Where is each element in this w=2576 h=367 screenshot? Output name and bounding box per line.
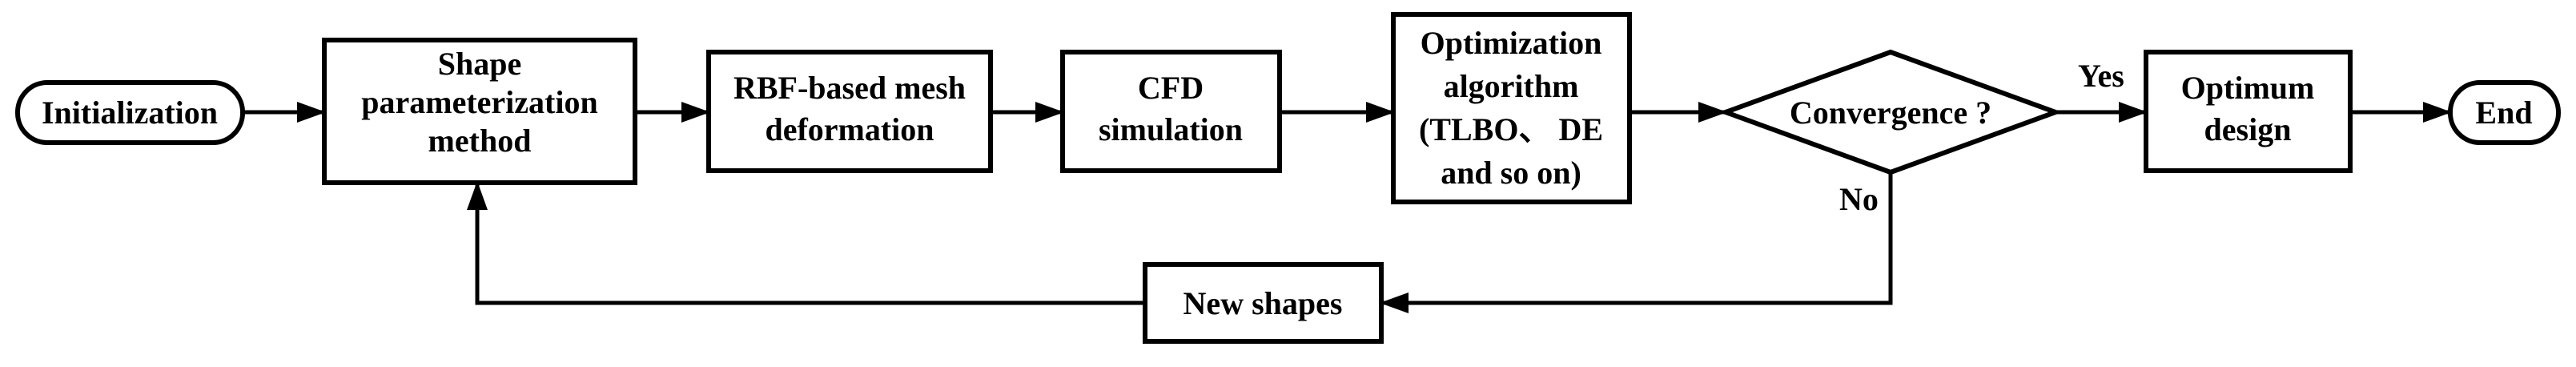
node-convergence-decision: Convergence ? bbox=[1718, 49, 2063, 175]
label-line: parameterization bbox=[361, 84, 597, 120]
label-line: End bbox=[2475, 95, 2532, 131]
new-shapes-label: New shapes bbox=[1184, 285, 1343, 321]
label-line: algorithm bbox=[1444, 68, 1579, 104]
optimum-design-label: Optimum design bbox=[2181, 70, 2315, 147]
edge-label-no: No bbox=[1839, 181, 1879, 217]
label-line: (TLBO、 DE bbox=[1419, 111, 1603, 147]
edge-new-shapes-to-shape bbox=[467, 181, 1145, 305]
label-line: Optimization bbox=[1421, 25, 1602, 61]
node-initialization: Initialization bbox=[15, 80, 245, 145]
label-line: Initialization bbox=[42, 95, 218, 131]
label-line: design bbox=[2204, 111, 2292, 147]
node-optimum-design: Optimum design bbox=[2144, 50, 2353, 173]
label-line: Convergence ? bbox=[1790, 95, 1991, 131]
label-line: CFD bbox=[1138, 70, 1204, 106]
rbf-mesh-deformation-label: RBF-based mesh deformation bbox=[733, 70, 966, 147]
label-line: method bbox=[428, 123, 532, 159]
node-rbf-mesh-deformation: RBF-based mesh deformation bbox=[706, 50, 993, 173]
edges bbox=[243, 102, 2452, 313]
node-new-shapes: New shapes bbox=[1143, 262, 1384, 344]
convergence-label: Convergence ? bbox=[1790, 95, 1991, 131]
edge-label-yes: Yes bbox=[2078, 58, 2124, 94]
label-line: deformation bbox=[765, 111, 934, 147]
node-end: End bbox=[2448, 80, 2561, 145]
label-line: and so on) bbox=[1441, 155, 1581, 191]
initialization-label: Initialization bbox=[42, 95, 218, 131]
node-cfd-simulation: CFD simulation bbox=[1060, 50, 1282, 173]
label-line: Shape bbox=[438, 46, 522, 82]
optimization-algorithm-label: Optimization algorithm (TLBO、 DE and so on) bbox=[1419, 25, 1603, 191]
label-line: RBF-based mesh bbox=[733, 70, 966, 106]
label-line: New shapes bbox=[1184, 285, 1343, 321]
label-line: simulation bbox=[1099, 111, 1243, 147]
node-optimization-algorithm: Optimization algorithm (TLBO、 DE and so on) bbox=[1391, 12, 1632, 204]
cfd-simulation-label: CFD simulation bbox=[1099, 70, 1243, 147]
end-label: End bbox=[2475, 95, 2532, 131]
label-line: Optimum bbox=[2181, 70, 2315, 106]
edge-convergence-to-new-shapes bbox=[1380, 172, 1893, 313]
